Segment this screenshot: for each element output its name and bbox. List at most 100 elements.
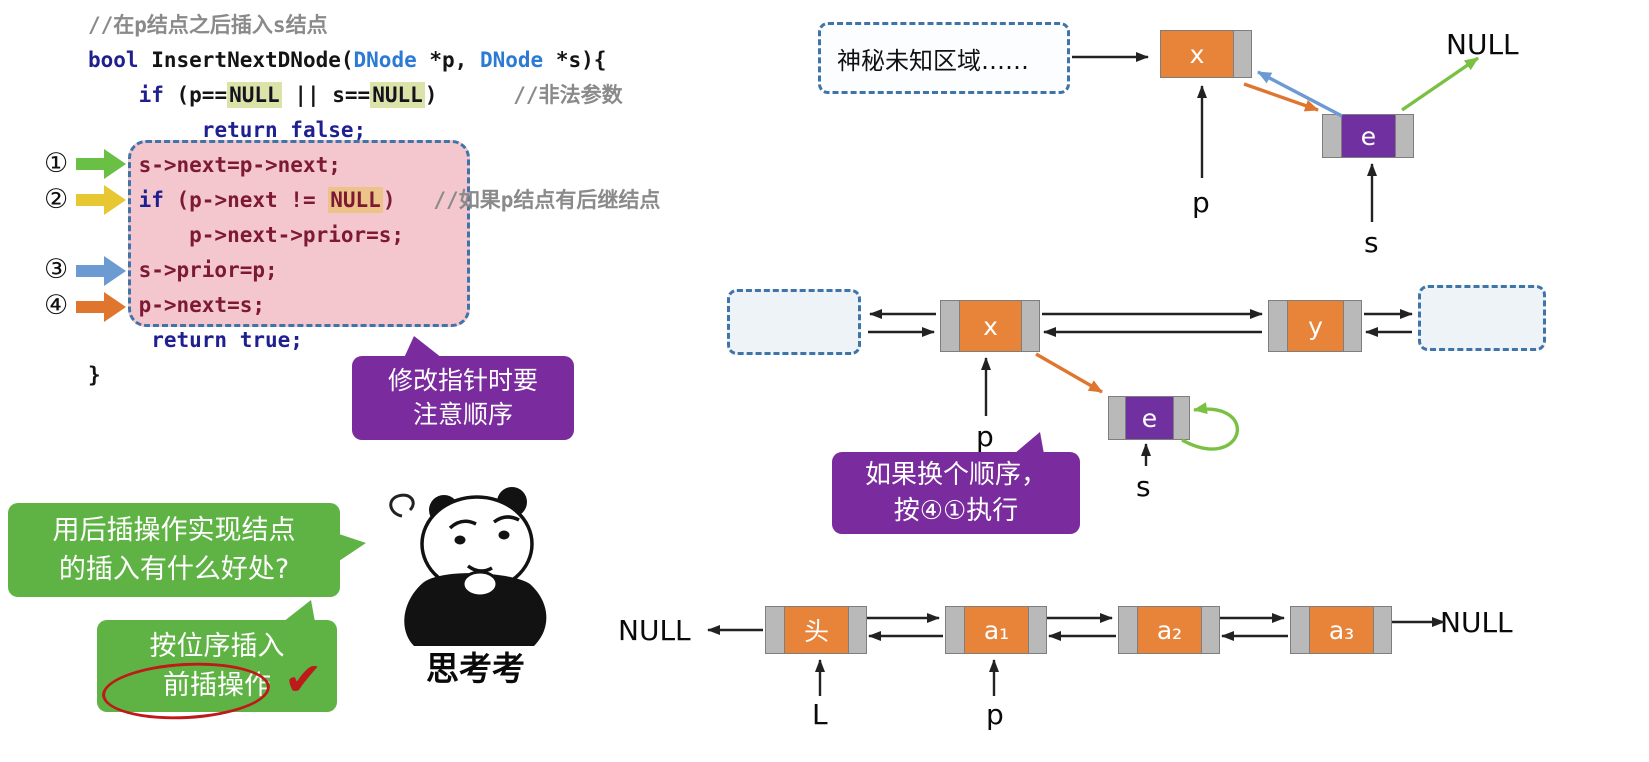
node-cell-next [1343, 301, 1361, 351]
code-line: bool InsertNextDNode(DNode *p, DNode *s)… [88, 43, 660, 78]
code-segment: (p->next != [163, 188, 329, 212]
node-cell-next [1373, 607, 1391, 653]
node-e-mid: e [1108, 396, 1190, 440]
node-cell-prior [1119, 607, 1137, 653]
code-segment: (p== [163, 83, 228, 107]
node-a1: a₁ [945, 606, 1047, 654]
code-segment [88, 328, 151, 352]
mystery-region-box: 神秘未知区域…… [818, 22, 1070, 94]
code-line: } [88, 358, 660, 393]
node-cell-prior [941, 301, 959, 351]
code-segment: //非法参数 [437, 83, 623, 107]
code-line: //在p结点之后插入s结点 [88, 8, 660, 43]
null-label-top: NULL [1446, 28, 1519, 61]
code-segment: DNode [479, 48, 544, 72]
null-label-bottom-left: NULL [618, 614, 691, 647]
code-segment: || s== [281, 83, 371, 107]
code-segment: } [88, 363, 101, 387]
left-unknown-box [727, 289, 861, 355]
code-segment: ) [424, 83, 438, 107]
node-cell-prior [1109, 397, 1125, 439]
node-cell-prior [766, 607, 784, 653]
node-a2: a₂ [1118, 606, 1220, 654]
step-marker-3: ③ [44, 254, 69, 285]
red-checkmark: ✔ [284, 652, 323, 706]
node-y-mid: y [1268, 300, 1362, 352]
node-cell-prior [1291, 607, 1309, 653]
bubble-text-line: 按④①执行 [893, 496, 1019, 526]
p-label-bottom: p [986, 698, 1004, 731]
node-cell-next [1395, 115, 1413, 157]
right-unknown-box [1418, 285, 1546, 351]
code-segment: s->prior=p; [88, 258, 278, 282]
panda-eye-right [498, 530, 510, 540]
code-segment: return false; [201, 118, 367, 142]
panda-meme-image [389, 487, 547, 646]
bubble-text-line: 修改指针时要 [387, 366, 538, 395]
code-segment: DNode [353, 48, 417, 72]
code-segment: *s){ [543, 48, 607, 72]
code-segment: p->next->prior=s; [88, 223, 405, 247]
bubble-insert-by-position: 按位序插入 前插操作 [97, 600, 337, 712]
arrow-s-prior-to-x [1257, 70, 1343, 118]
p-label-top: p [1192, 186, 1210, 219]
arrow-s-next-self-loop [1181, 402, 1239, 451]
node-cell-data: a₂ [1137, 607, 1201, 653]
bubble-question: 用后插操作实现结点 的插入有什么好处? [8, 503, 366, 597]
code-segment: NULL [227, 82, 282, 108]
node-x-top: x [1160, 30, 1252, 78]
code-segment: if [138, 188, 164, 212]
code-segment: s->next=p->next; [88, 153, 341, 177]
node-head: 头 [765, 606, 867, 654]
node-cell-next [1233, 31, 1251, 77]
bubble-text-line: 的插入有什么好处? [58, 554, 290, 585]
s-label-top: s [1364, 226, 1379, 259]
code-line: p->next->prior=s; [88, 218, 660, 253]
code-segment: return true; [151, 328, 303, 352]
step-marker-4: ④ [44, 290, 69, 321]
code-segment: //如果p结点有后继结点 [395, 188, 661, 212]
mystery-region-label: 神秘未知区域…… [837, 46, 1029, 75]
node-e-top: e [1322, 114, 1414, 158]
bubble-text-line: 前插操作 [163, 670, 271, 701]
code-line: return false; [88, 113, 660, 148]
panda-hand [461, 570, 499, 598]
node-cell-next [1028, 607, 1046, 653]
bubble-text-line: 如果换个顺序， [864, 460, 1047, 490]
node-cell-prior [1323, 115, 1341, 157]
node-cell-next [1173, 397, 1189, 439]
meme-caption: 思考考 [426, 649, 525, 688]
arrow-s-next-to-null [1401, 56, 1479, 112]
panda-body [404, 573, 547, 646]
node-cell-next [1021, 301, 1039, 351]
s-label-mid: s [1136, 470, 1151, 503]
code-highlight-box [128, 140, 470, 327]
l-label-bottom: L [812, 698, 828, 731]
code-line: if (p==NULL || s==NULL) //非法参数 [88, 78, 660, 113]
code-segment [88, 118, 202, 142]
node-x-mid: x [940, 300, 1040, 352]
bubble-text-line: 注意顺序 [412, 400, 513, 429]
code-segment: if [138, 83, 164, 107]
panda-brow-left [448, 519, 477, 530]
code-segment: //在p结点之后插入s结点 [88, 13, 328, 37]
step-marker-1: ① [44, 148, 69, 179]
node-cell-data: y [1287, 301, 1343, 351]
node-cell-data: x [1161, 31, 1233, 77]
node-cell-data: a₃ [1309, 607, 1373, 653]
node-cell-next [1201, 607, 1219, 653]
breath-puff-doodle [389, 493, 415, 518]
code-segment: NULL [370, 82, 425, 108]
code-segment: *p, [416, 48, 480, 72]
null-label-bottom-right: NULL [1440, 606, 1513, 639]
node-cell-prior [1269, 301, 1287, 351]
bubble-text-line: 按位序插入 [149, 631, 285, 662]
node-cell-data: a₁ [964, 607, 1028, 653]
code-block: //在p结点之后插入s结点 bool InsertNextDNode(DNode … [88, 8, 660, 393]
panda-eye-left [454, 535, 466, 545]
code-line: s->next=p->next; [88, 148, 660, 183]
code-segment [88, 188, 139, 212]
bubble-swap-order: 如果换个顺序， 按④①执行 [832, 432, 1080, 534]
panda-brow-right [492, 515, 520, 524]
bubble-text-line: 用后插操作实现结点 [52, 515, 296, 546]
